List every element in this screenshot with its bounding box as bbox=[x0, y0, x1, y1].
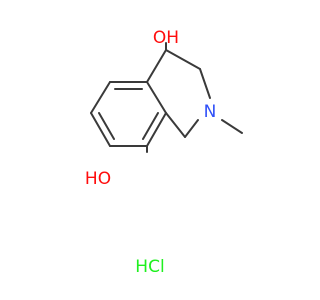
aromatic-bond bbox=[90, 81, 111, 114]
ring-bond bbox=[199, 68, 211, 99]
ring-bond bbox=[165, 112, 186, 138]
aromatic-bond bbox=[90, 112, 111, 147]
hydrochloride-label: HCl bbox=[135, 257, 164, 277]
nitrogen-label: N bbox=[204, 102, 217, 122]
aromatic-inner-bond bbox=[98, 112, 115, 140]
aromatic-inner-bond bbox=[142, 112, 159, 140]
hydroxyl-label-bottom: HO bbox=[85, 169, 111, 189]
background bbox=[0, 0, 300, 300]
methyl-bond bbox=[221, 119, 243, 134]
hydroxyl-label-top: OH bbox=[153, 28, 179, 48]
ring-bond bbox=[184, 119, 199, 138]
ring-bond bbox=[165, 49, 201, 70]
molecule-structure: OH HO N HCl bbox=[0, 0, 300, 300]
ring-bond bbox=[146, 49, 167, 83]
aromatic-bond bbox=[146, 112, 167, 147]
visible-skeleton bbox=[0, 0, 300, 300]
aromatic-bond bbox=[146, 81, 167, 114]
